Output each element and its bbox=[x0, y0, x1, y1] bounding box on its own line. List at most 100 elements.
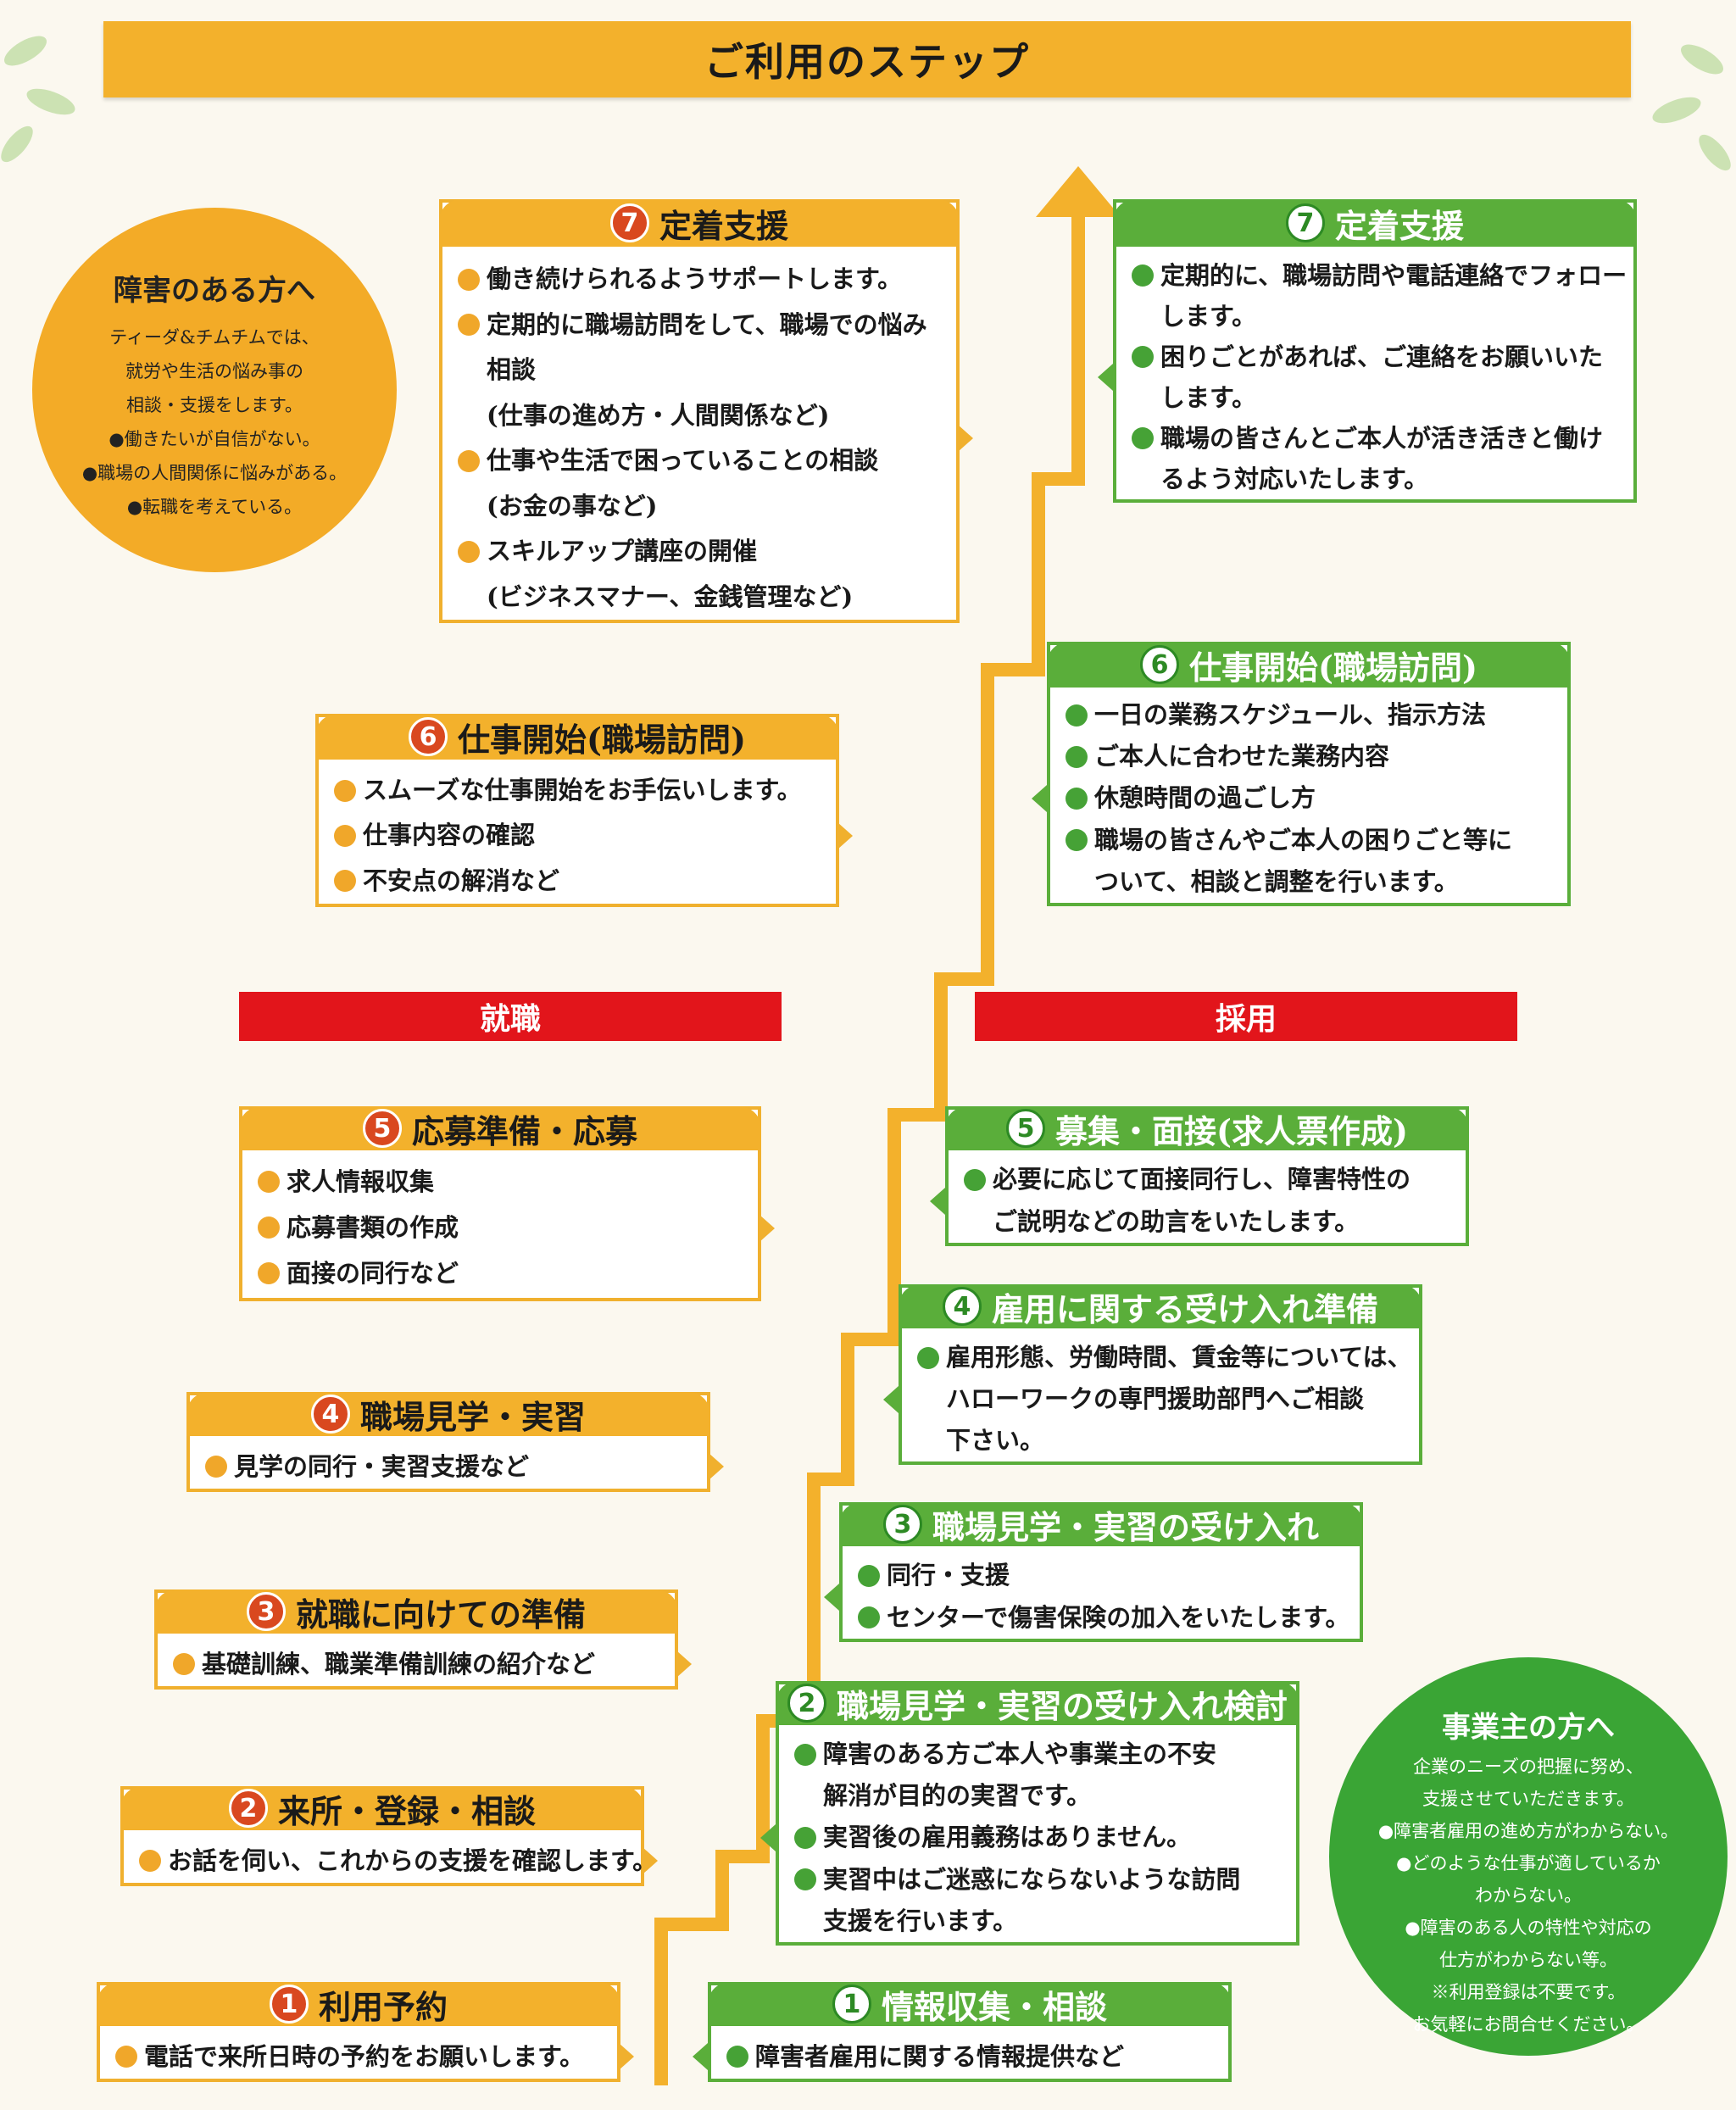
step-item-text: 一日の業務スケジュール、指示方法 bbox=[1094, 700, 1486, 729]
bullet-dot-icon bbox=[334, 870, 356, 893]
employer-info-line: ●どのような仕事が適しているか bbox=[1396, 1853, 1661, 1873]
step-list-item: ご本人に合わせた業務内容 bbox=[1066, 736, 1557, 777]
pointer-tip-icon bbox=[619, 2043, 634, 2070]
step-list-item: 支援を行います。 bbox=[794, 1901, 1286, 1942]
step-item-text: 応募書類の作成 bbox=[287, 1213, 459, 1242]
step-list-item: 実習中はご迷惑にならないような訪問 bbox=[794, 1859, 1286, 1901]
employer-info-line: ※利用登録は不要です。 bbox=[1431, 1982, 1626, 2002]
step-number-badge: 1 bbox=[832, 1985, 871, 2024]
step-list-item: 相談 bbox=[458, 348, 946, 393]
step-item-text: お話を伺い、これからの支援を確認します。 bbox=[168, 1846, 658, 1875]
step-item-text: 電話で来所日時の予約をお願いします。 bbox=[144, 2042, 585, 2071]
employer-info-line: お気軽にお問合せください。 bbox=[1412, 2014, 1644, 2035]
bullet-dot-icon bbox=[258, 1171, 280, 1193]
step-item-text: ご本人に合わせた業務内容 bbox=[1094, 742, 1390, 771]
step-title: 雇用に関する受け入れ準備 bbox=[991, 1289, 1378, 1328]
bullet-dot-icon bbox=[1132, 427, 1154, 449]
bullet-dot-icon bbox=[1066, 788, 1088, 810]
step-title: 定着支援 bbox=[1334, 206, 1464, 245]
step-item-text: 相談 bbox=[487, 355, 537, 384]
step-list-item: (ビジネスマナー、金銭管理など) bbox=[458, 575, 946, 621]
step-item-text: スキルアップ講座の開催 bbox=[487, 537, 758, 565]
step-item-text: (仕事の進め方・人間関係など) bbox=[487, 400, 830, 430]
pointer-tip-icon bbox=[824, 1583, 839, 1611]
employer-info-circle: 事業主の方へ 企業のニーズの把握に努め、 支援させていただきます。 ●障害者雇用… bbox=[1329, 1657, 1728, 2056]
step-list-item: ハローワークの専門援助部門へご相談 bbox=[917, 1378, 1409, 1420]
step-item-text: 面接の同行など bbox=[287, 1259, 459, 1288]
step-item-text: します。 bbox=[1160, 383, 1257, 412]
step-item-text: 障害のある方ご本人や事業主の不安 bbox=[823, 1740, 1217, 1768]
step-item-text: 職場の皆さんやご本人の困りごと等に bbox=[1094, 825, 1513, 855]
individual-info-title: 障害のある方へ bbox=[114, 274, 315, 308]
step-list-item: 障害者雇用に関する情報提供など bbox=[726, 2035, 1218, 2079]
individual-info-line: ティーダ&チムチムでは、 bbox=[109, 327, 320, 348]
step-list-item: 仕事や生活で困っていることの相談 bbox=[458, 438, 946, 484]
individual-info-line: ●働きたいが自信がない。 bbox=[108, 429, 320, 449]
bullet-dot-icon bbox=[794, 1868, 816, 1891]
step-item-text: 休憩時間の過ごし方 bbox=[1094, 783, 1316, 813]
step-item-text: 実習後の雇用義務はありません。 bbox=[823, 1823, 1192, 1852]
bullet-dot-icon bbox=[794, 1743, 816, 1766]
step-list-item: 電話で来所日時の予約をお願いします。 bbox=[115, 2035, 607, 2079]
step-number-badge: 6 bbox=[1140, 645, 1180, 684]
step-list-item: ついて、相談と調整を行います。 bbox=[1066, 861, 1557, 903]
individual-info-line: 就労や生活の悩み事の bbox=[125, 361, 303, 381]
leaf-decoration-left-icon bbox=[1, 36, 75, 163]
step-list-item: 面接の同行など bbox=[258, 1250, 748, 1296]
individual-info-line: ●職場の人間関係に悩みがある。 bbox=[81, 463, 348, 483]
step-list-item: 不安点の解消など bbox=[334, 859, 826, 904]
bullet-dot-icon bbox=[458, 268, 480, 291]
employer-info-line: ●障害者雇用の進め方がわからない。 bbox=[1377, 1821, 1679, 1841]
pointer-tip-icon bbox=[1032, 785, 1047, 812]
step-item-text: 定期的に、職場訪問や電話連絡でフォロー bbox=[1160, 261, 1628, 290]
step-title: 応募準備・応募 bbox=[411, 1111, 637, 1150]
step-list-item: 休憩時間の過ごし方 bbox=[1066, 777, 1557, 819]
step-item-text: 見学の同行・実習支援など bbox=[234, 1452, 530, 1481]
step-list-item: 障害のある方ご本人や事業主の不安 bbox=[794, 1734, 1286, 1775]
step-item-text: ご説明などの助言をいたします。 bbox=[993, 1206, 1360, 1236]
step-item-text: 働き続けられるようサポートします。 bbox=[487, 264, 903, 293]
step-number-badge: 5 bbox=[1006, 1109, 1046, 1148]
bullet-dot-icon bbox=[1066, 704, 1088, 727]
step-item-text: 求人情報収集 bbox=[287, 1167, 435, 1196]
pointer-tip-icon bbox=[643, 1847, 658, 1874]
pointer-tip-icon bbox=[1098, 364, 1113, 391]
leaf-decoration-right-icon bbox=[1652, 44, 1731, 171]
step-list-item: 基礎訓練、職業準備訓練の紹介など bbox=[173, 1642, 665, 1686]
bullet-dot-icon bbox=[858, 1564, 880, 1587]
bullet-dot-icon bbox=[258, 1216, 280, 1239]
employer-info-title: 事業主の方へ bbox=[1442, 1711, 1615, 1745]
step-item-text: 同行・支援 bbox=[887, 1561, 1010, 1589]
step-list-item: 定期的に職場訪問をして、職場での悩み bbox=[458, 303, 946, 348]
step-list-item: 解消が目的の実習です。 bbox=[794, 1775, 1286, 1817]
individual-info-circle: 障害のある方へ ティーダ&チムチムでは、 就労や生活の悩み事の 相談・支援をしま… bbox=[32, 208, 397, 572]
step-list-item: お話を伺い、これからの支援を確認します。 bbox=[139, 1839, 657, 1883]
bullet-dot-icon bbox=[917, 1346, 939, 1369]
step-item-text: スムーズな仕事開始をお手伝いします。 bbox=[363, 776, 802, 804]
step-title: 職場見学・実習の受け入れ検討 bbox=[836, 1686, 1288, 1725]
step-list-item: 実習後の雇用義務はありません。 bbox=[794, 1817, 1286, 1858]
step-list-item: 同行・支援 bbox=[858, 1555, 1349, 1597]
step-list-item: (仕事の進め方・人間関係など) bbox=[458, 393, 946, 439]
step-item-text: ハローワークの専門援助部門へご相談 bbox=[946, 1384, 1365, 1413]
bullet-dot-icon bbox=[794, 1827, 816, 1849]
step-item-text: 実習中はご迷惑にならないような訪問 bbox=[823, 1864, 1241, 1894]
step-number-badge: 2 bbox=[228, 1789, 268, 1828]
step-item-text: 支援を行います。 bbox=[823, 1906, 1018, 1935]
step-list-item: します。 bbox=[1132, 377, 1623, 418]
step-list-item: るよう対応いたします。 bbox=[1132, 459, 1623, 499]
bullet-dot-icon bbox=[964, 1168, 986, 1191]
